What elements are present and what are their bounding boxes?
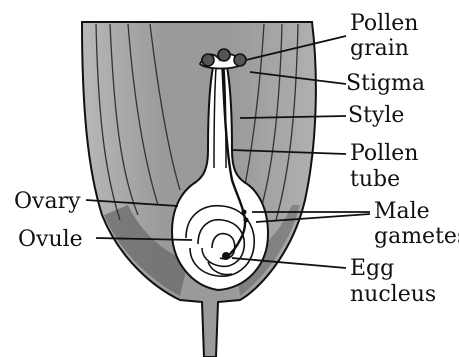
label-pollen-grain-line1: Pollen: [350, 11, 418, 36]
label-ovary: Ovary: [14, 189, 81, 214]
label-style: Style: [348, 103, 404, 128]
label-egg-nucleus-line2: nucleus: [350, 282, 436, 307]
label-pollen-tube-line1: Pollen: [350, 141, 418, 166]
male-gamete-dot: [244, 218, 249, 223]
label-ovule: Ovule: [18, 227, 83, 252]
label-egg-nucleus-line1: Egg: [350, 256, 394, 281]
label-male-gametes-line1: Male: [374, 199, 430, 224]
label-stigma: Stigma: [346, 71, 425, 96]
label-pollen-tube-line2: tube: [350, 167, 400, 192]
egg-nucleus-dot: [222, 252, 230, 260]
label-male-gametes-line2: gametes: [374, 224, 459, 249]
male-gamete-dot: [242, 210, 247, 215]
label-pollen-grain-line2: grain: [350, 36, 409, 61]
